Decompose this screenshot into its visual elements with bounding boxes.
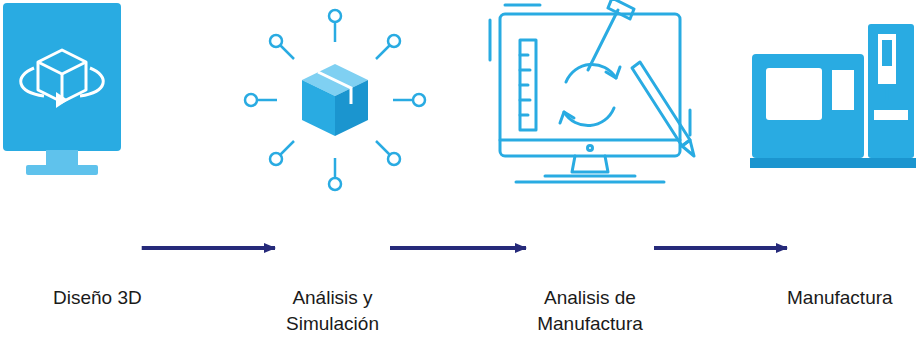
flow-arrow	[142, 246, 275, 250]
stage-label-box: Manufactura	[787, 235, 893, 311]
design-monitor-icon	[3, 3, 121, 175]
stage-label-box: Análisis y Simulación	[275, 235, 390, 337]
stage-label: Análisis y Simulación	[275, 285, 390, 337]
flow-arrow	[390, 246, 526, 250]
manufacturing-analysis-icon	[490, 0, 694, 182]
stage-label: Analisis de Manufactura	[526, 285, 654, 337]
stage-label-box: Analisis de Manufactura	[526, 235, 654, 337]
stage-label: Manufactura	[787, 285, 893, 311]
flow-arrow	[654, 246, 787, 250]
analysis-cube	[302, 64, 368, 136]
stage-label-box: Diseño 3D	[53, 235, 142, 311]
cnc-machine-icon	[750, 24, 916, 168]
stage-label: Diseño 3D	[53, 285, 142, 311]
analysis-box-icon	[245, 10, 425, 190]
